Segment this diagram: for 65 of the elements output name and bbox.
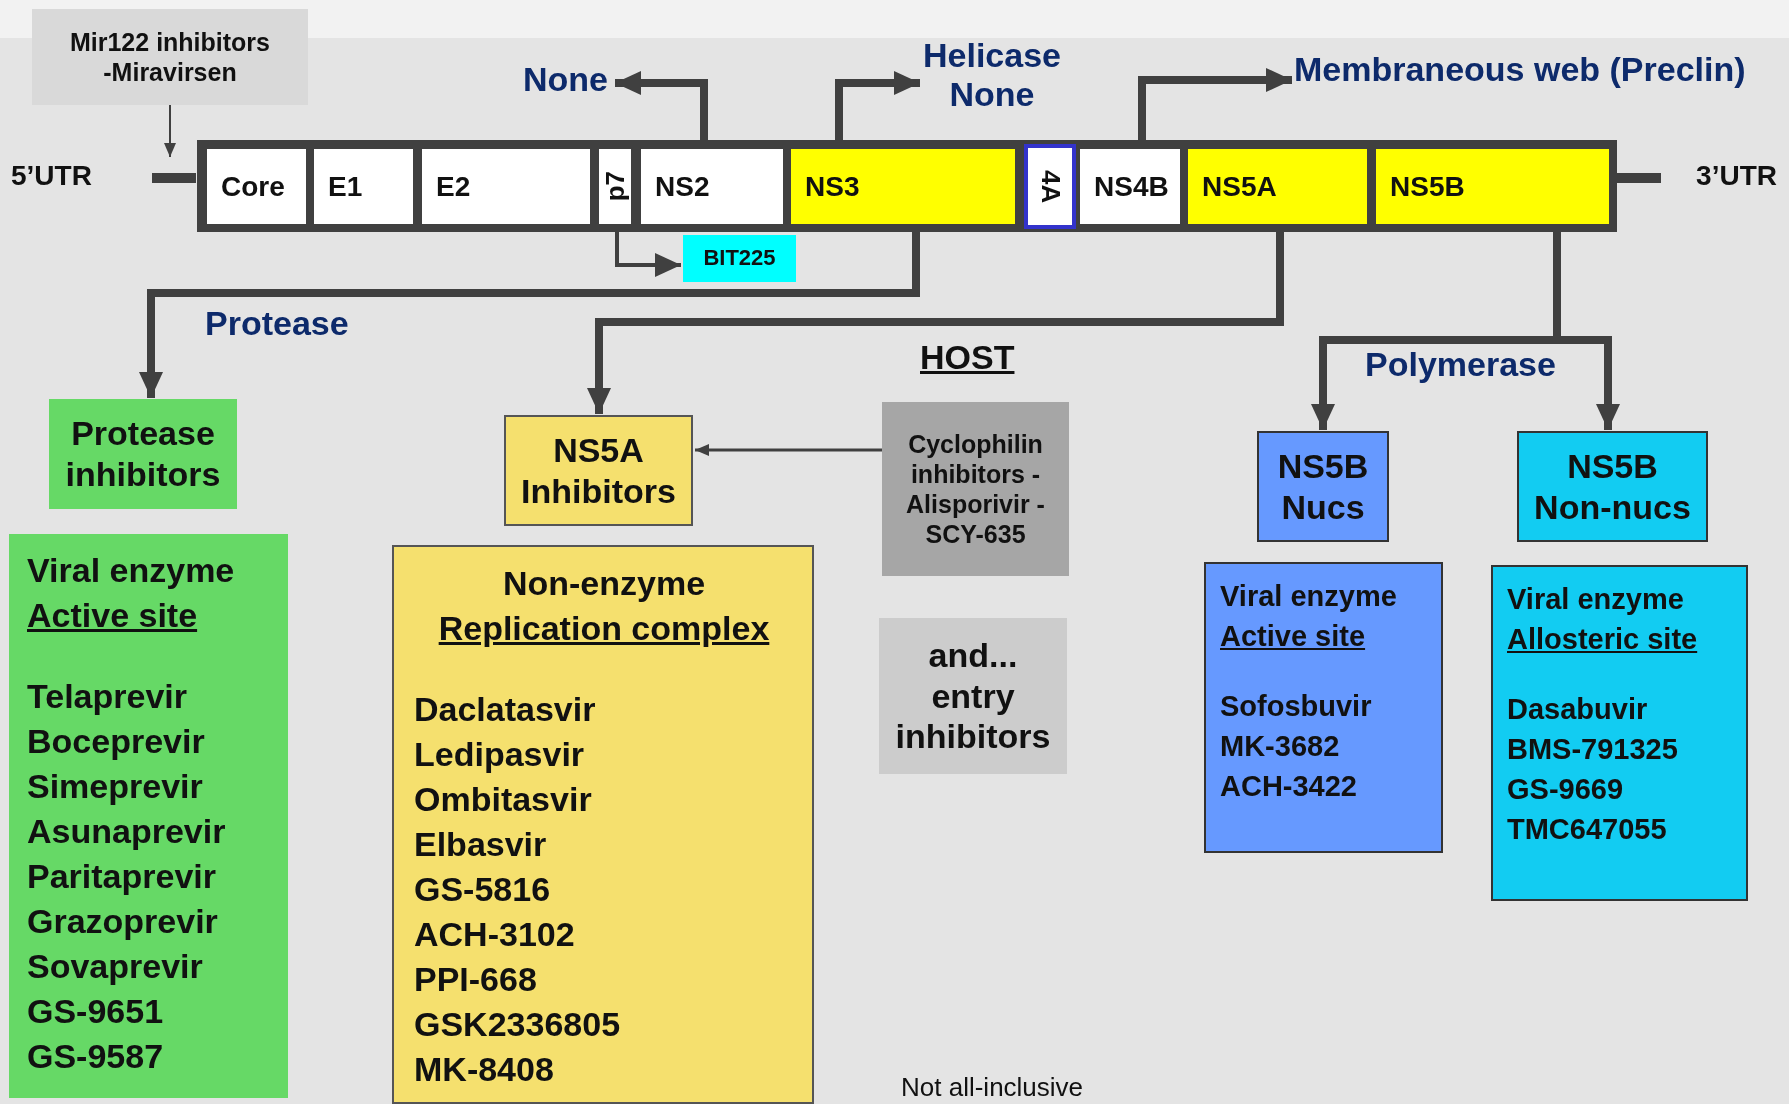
drug-name: TMC647055 bbox=[1507, 812, 1668, 847]
drug-name: Asunaprevir bbox=[27, 811, 227, 852]
drug-list-panel bbox=[9, 534, 288, 1098]
list-heading: Active site bbox=[1220, 619, 1367, 654]
gene-segment: E2 bbox=[422, 149, 590, 224]
gene-segment: NS2 bbox=[641, 149, 783, 224]
gene-segment: Core bbox=[207, 149, 306, 224]
drug-name: Daclatasvir bbox=[414, 689, 597, 730]
list-heading: Viral enzyme bbox=[27, 550, 236, 591]
note-box: Mir122 inhibitors -Miravirsen bbox=[32, 9, 308, 105]
drug-name: Grazoprevir bbox=[27, 901, 219, 942]
list-heading: Viral enzyme bbox=[1507, 582, 1685, 617]
arrow bbox=[164, 104, 176, 158]
region-label: 3’UTR bbox=[1696, 160, 1777, 192]
drug-name: MK-8408 bbox=[414, 1049, 555, 1090]
drug-class-box: NS5B Non-nucs bbox=[1517, 431, 1708, 542]
drug-class-box: NS5B Nucs bbox=[1257, 431, 1389, 542]
drug-name: Boceprevir bbox=[27, 721, 206, 762]
drug-class-box: Protease inhibitors bbox=[49, 399, 237, 509]
gene-segment: NS5B bbox=[1376, 149, 1609, 224]
target-label: Membraneous web (Preclin) bbox=[1294, 50, 1746, 89]
target-label: None bbox=[523, 60, 608, 99]
drug-class-box: NS5A Inhibitors bbox=[504, 415, 693, 526]
drug-name: GSK2336805 bbox=[414, 1004, 622, 1045]
gene-segment: NS5A bbox=[1188, 149, 1367, 224]
drug-name: MK-3682 bbox=[1220, 729, 1341, 764]
drug-name: Elbasvir bbox=[414, 824, 548, 865]
drug-list-panel bbox=[392, 545, 814, 1104]
gene-segment: p7 bbox=[599, 149, 631, 224]
drug-list-panel bbox=[1491, 565, 1748, 901]
drug-name: GS-5816 bbox=[414, 869, 552, 910]
list-heading: Non-enzyme bbox=[502, 563, 706, 604]
list-heading: Viral enzyme bbox=[1220, 579, 1398, 614]
note-box: and... entry inhibitors bbox=[879, 618, 1067, 774]
drug-name: ACH-3422 bbox=[1220, 769, 1358, 804]
list-heading: Replication complex bbox=[438, 608, 770, 649]
drug-name: Sovaprevir bbox=[27, 946, 204, 987]
region-label: 5’UTR bbox=[11, 160, 92, 192]
list-heading: Active site bbox=[27, 595, 199, 636]
drug-name: GS-9651 bbox=[27, 991, 165, 1032]
drug-name: Simeprevir bbox=[27, 766, 204, 807]
host-target-box: Cyclophilin inhibitors -Alisporivir -SCY-635 bbox=[882, 402, 1069, 576]
gene-segment: NS3 bbox=[791, 149, 1015, 224]
drug-name: Sofosbuvir bbox=[1220, 689, 1373, 724]
drug-name: Ombitasvir bbox=[414, 779, 593, 820]
target-label: None bbox=[948, 75, 1036, 114]
note-text: Not all-inclusive bbox=[901, 1072, 1084, 1103]
drug-name: GS-9587 bbox=[27, 1036, 165, 1077]
arrow bbox=[695, 444, 882, 456]
heading-label: HOST bbox=[920, 338, 1015, 377]
drug-box: BIT225 bbox=[683, 235, 796, 282]
drug-name: PPI-668 bbox=[414, 959, 538, 1000]
drug-name: ACH-3102 bbox=[414, 914, 576, 955]
drug-name: BMS-791325 bbox=[1507, 732, 1679, 767]
gene-segment: E1 bbox=[314, 149, 413, 224]
drug-name: Paritaprevir bbox=[27, 856, 217, 897]
drug-name: GS-9669 bbox=[1507, 772, 1625, 807]
gene-segment: NS4B bbox=[1080, 149, 1180, 224]
drug-name: Dasabuvir bbox=[1507, 692, 1649, 727]
drug-name: Telaprevir bbox=[27, 676, 188, 717]
gene-segment: 4A bbox=[1024, 144, 1076, 229]
target-label: Helicase bbox=[922, 36, 1062, 75]
list-heading: Allosteric site bbox=[1507, 622, 1699, 657]
drug-name: Ledipasvir bbox=[414, 734, 586, 775]
drug-list-panel bbox=[1204, 562, 1443, 853]
